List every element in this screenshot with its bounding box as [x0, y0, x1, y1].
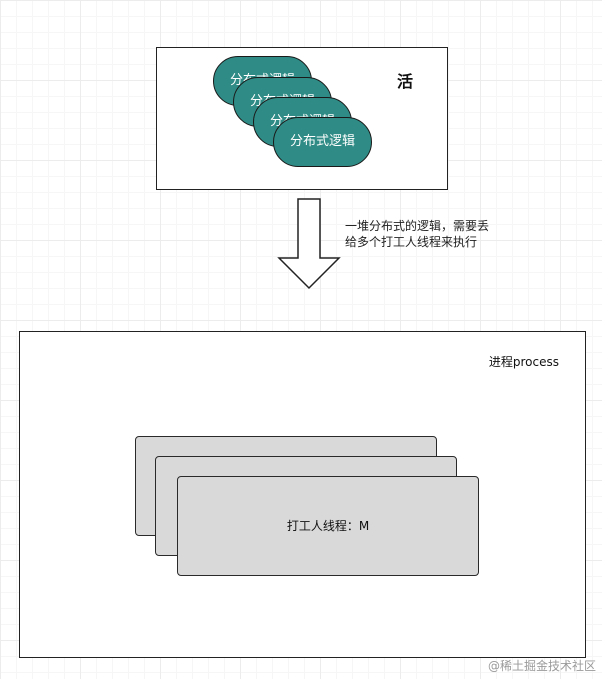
task-container-box: 分布式逻辑 分布式逻辑 分布式逻辑 分布式逻辑 活	[156, 47, 448, 190]
worker-thread-label: 打工人线程：M	[286, 519, 370, 533]
arrow-annotation: 一堆分布式的逻辑，需要丢 给多个打工人线程来执行	[345, 218, 525, 250]
arrow-annotation-line-2: 给多个打工人线程来执行	[345, 235, 478, 249]
distributed-logic-pill: 分布式逻辑	[273, 117, 372, 167]
process-container-box: 进程process 打工人线程：M	[19, 331, 586, 658]
arrow-annotation-line-1: 一堆分布式的逻辑，需要丢	[345, 219, 490, 233]
task-box-label: 活	[397, 72, 414, 91]
process-label: 进程process	[488, 355, 559, 369]
watermark: @稀土掘金技术社区	[487, 659, 596, 673]
worker-thread-card: 打工人线程：M	[177, 476, 479, 576]
down-arrow-icon	[277, 198, 341, 290]
